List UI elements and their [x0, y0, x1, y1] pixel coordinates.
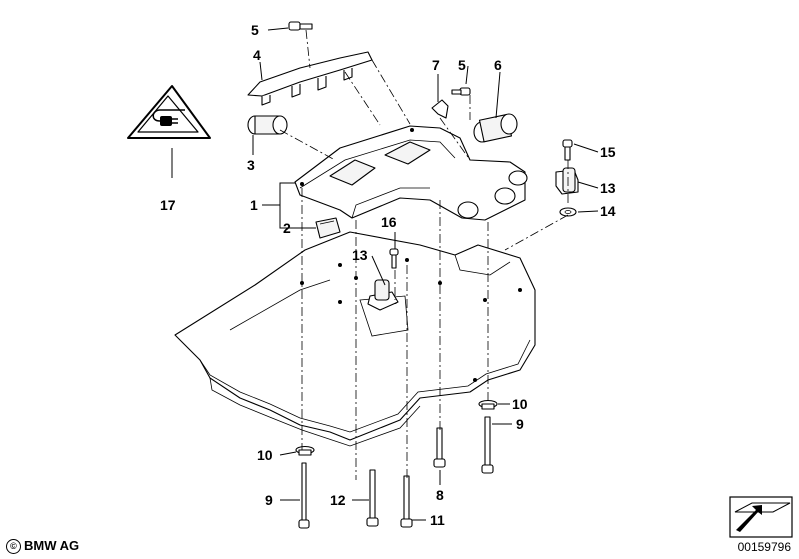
document-number: 00159796	[737, 540, 791, 554]
spacer-10-right	[478, 399, 498, 410]
bolt-9-right	[481, 416, 494, 474]
bolt-5-upper	[288, 21, 313, 31]
spacer-10-left	[295, 445, 315, 456]
alignment-lines	[279, 29, 569, 480]
callout-3: 3	[247, 157, 255, 173]
callout-2: 2	[283, 220, 291, 236]
callout-10-right: 10	[512, 396, 528, 412]
sump-plate	[174, 231, 536, 447]
callout-10-left: 10	[257, 447, 273, 463]
callout-9-left: 9	[265, 492, 273, 508]
callout-8: 8	[436, 487, 444, 503]
warning-triangle-electrical-plug-icon	[127, 85, 211, 139]
callout-16: 16	[381, 214, 397, 230]
callout-7: 7	[432, 57, 440, 73]
callout-11: 11	[430, 512, 445, 528]
solenoid-6	[473, 113, 518, 143]
leader-lines	[171, 27, 599, 521]
callout-1: 1	[250, 197, 258, 213]
callout-12: 12	[330, 492, 346, 508]
copyright-notice: ©BMW AG	[6, 538, 79, 554]
bolt-15	[562, 139, 573, 161]
bolt-8	[433, 427, 446, 468]
sensor-13-right	[555, 167, 579, 195]
callout-17: 17	[160, 197, 176, 213]
seal-2	[315, 217, 341, 239]
bolt-12	[366, 469, 379, 527]
callout-15: 15	[600, 144, 616, 160]
brand-label: BMW AG	[24, 538, 80, 553]
bolt-11	[400, 475, 413, 528]
callout-5-right: 5	[458, 57, 466, 73]
callout-13-centre: 13	[352, 247, 368, 263]
retaining-clamp-7	[431, 87, 471, 119]
washer-14	[559, 207, 577, 217]
copyright-symbol: ©	[6, 539, 21, 554]
direction-arrow-icon	[729, 496, 793, 538]
callout-14: 14	[600, 203, 616, 219]
callout-9-right: 9	[516, 416, 524, 432]
sensor-13-centre	[367, 248, 399, 311]
callout-6: 6	[494, 57, 502, 73]
cable-bracket	[247, 51, 373, 106]
bolt-9-left	[298, 462, 310, 529]
callout-5-top: 5	[251, 22, 259, 38]
valve-body	[294, 125, 528, 221]
callout-4: 4	[253, 47, 261, 63]
callout-13-right: 13	[600, 180, 616, 196]
solenoid-3	[247, 115, 288, 135]
